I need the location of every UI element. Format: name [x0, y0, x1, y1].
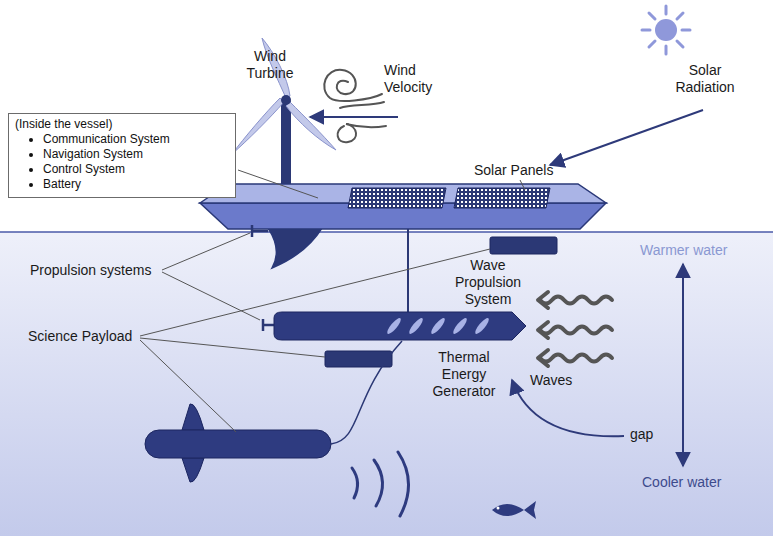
bullet-item: Navigation System: [43, 147, 229, 162]
gap-arrow: [512, 380, 624, 436]
wave-arrow: [538, 350, 548, 366]
wind-turbine: [281, 95, 291, 105]
wind-swirl: [340, 102, 384, 108]
sun: [655, 19, 677, 41]
towed-body: [145, 430, 331, 458]
bullet-list: Communication SystemNavigation SystemCon…: [15, 132, 229, 192]
sun: [677, 13, 683, 19]
part-label: Waves: [530, 372, 590, 389]
sonar-waves: [398, 452, 409, 516]
part-label: Propulsion systems: [30, 262, 162, 279]
wave-glider: [429, 316, 446, 335]
wave-glider: [451, 316, 468, 335]
science-payload: [490, 237, 557, 254]
leader-line: [140, 249, 490, 336]
science-payload: [325, 351, 392, 367]
depth-arrow: [682, 264, 684, 466]
info-box: (Inside the vessel)Communication SystemN…: [8, 113, 236, 198]
towed-body: [182, 404, 204, 430]
sea: [0, 231, 773, 233]
wave-glider: [473, 316, 490, 335]
vessel-hull: [200, 184, 606, 268]
wave-glider: [385, 316, 490, 335]
fish: [497, 507, 500, 510]
water-label: Warmer water: [640, 242, 768, 259]
wave-arrow: [540, 297, 612, 304]
part-label: Thermal Energy Generator: [422, 349, 506, 400]
leader-line: [520, 180, 525, 190]
wind-swirl: [338, 124, 386, 142]
wind-turbine: [232, 98, 284, 154]
part-label: Wave Propulsion System: [450, 257, 526, 308]
wave-arrow: [538, 292, 548, 308]
wind-swirl: [324, 70, 386, 142]
wind-arrow: [310, 116, 398, 118]
wave-glider: [274, 312, 526, 340]
solar-panel: [348, 188, 550, 208]
sun: [665, 46, 668, 54]
bullet-item: Battery: [43, 177, 229, 192]
vessel-hull: [268, 228, 322, 268]
water-label: Cooler water: [642, 474, 770, 491]
leader-line: [140, 338, 325, 357]
bullet-item: Communication System: [43, 132, 229, 147]
part-label: Science Payload: [28, 328, 140, 345]
sun: [642, 6, 690, 54]
wind-swirl: [324, 70, 382, 101]
wind-turbine: [232, 38, 336, 196]
propeller: [252, 225, 274, 331]
wind-turbine: [286, 102, 336, 150]
radiation-arrow: [550, 110, 703, 165]
sonar-waves: [352, 452, 409, 516]
sun: [665, 6, 668, 14]
leader-line: [140, 170, 525, 432]
box-heading: (Inside the vessel): [15, 117, 229, 132]
sun: [682, 29, 690, 32]
part-label: Wind Turbine: [236, 48, 304, 82]
tow-cable: [331, 341, 402, 444]
leader-line: [140, 340, 236, 432]
leader-line: [162, 272, 260, 320]
wave-glider: [274, 312, 526, 340]
sun: [649, 13, 655, 19]
sun: [677, 41, 683, 47]
propeller: [263, 324, 274, 327]
wind-turbine: [281, 100, 291, 196]
solar-panel: [348, 188, 446, 208]
fish: [524, 501, 536, 519]
wave-glider: [385, 316, 402, 335]
towed-body: [182, 458, 204, 482]
sea: [0, 232, 773, 536]
propeller: [252, 230, 268, 233]
bullet-item: Control System: [43, 162, 229, 177]
leader-line: [238, 170, 318, 198]
wave-glider: [407, 316, 424, 335]
sonar-waves: [352, 468, 358, 498]
wave-arrow: [538, 292, 612, 366]
part-label: Wind Velocity: [384, 62, 458, 96]
sonar-waves: [374, 460, 383, 506]
towed-body: [145, 404, 331, 482]
sun: [649, 41, 655, 47]
solar-panel: [454, 188, 550, 208]
wave-arrow: [540, 327, 612, 334]
wave-arrow: [538, 322, 548, 338]
science-payload: [325, 237, 557, 367]
sea: [0, 232, 773, 536]
fish: [492, 501, 536, 519]
wave-arrow: [540, 355, 612, 362]
part-label: Solar Radiation: [668, 62, 742, 96]
leader-line: [162, 233, 250, 270]
part-label: gap: [630, 426, 664, 443]
sun: [642, 29, 650, 32]
fish: [492, 504, 524, 516]
part-label: Solar Panels: [474, 162, 574, 179]
tether: [407, 229, 409, 313]
